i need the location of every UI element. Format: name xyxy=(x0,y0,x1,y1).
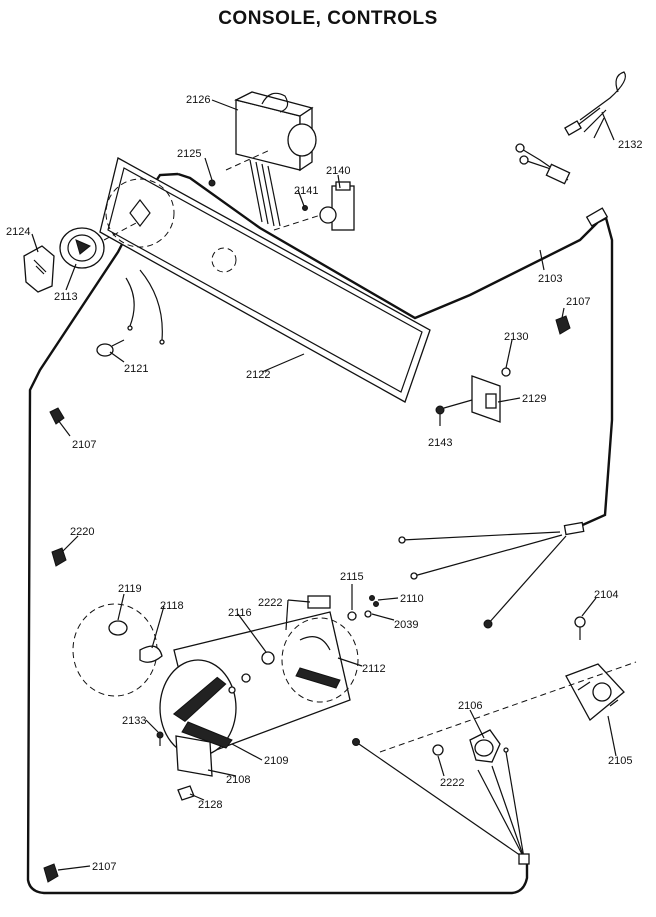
lead-wires-middle xyxy=(398,531,567,629)
callout-2124: 2124 xyxy=(6,226,30,238)
callout-2143: 2143 xyxy=(428,437,452,449)
callout-2141: 2141 xyxy=(294,185,318,197)
callout-2112: 2112 xyxy=(362,663,386,675)
lamp-socket xyxy=(96,269,165,357)
callout-2140: 2140 xyxy=(326,165,350,177)
harness-clip-left xyxy=(49,407,65,425)
screw-2110a xyxy=(369,595,375,601)
thermostat-bracket xyxy=(379,616,637,753)
callout-2118: 2118 xyxy=(160,600,184,612)
leader-lines xyxy=(31,99,617,871)
callout-2104: 2104 xyxy=(594,589,618,601)
callout-2116: 2116 xyxy=(228,607,252,619)
callout-2103: 2103 xyxy=(538,273,562,285)
callout-2039: 2039 xyxy=(394,619,418,631)
callout-2130: 2130 xyxy=(504,331,528,343)
harness-clip-bottom xyxy=(43,863,59,883)
wire-harness-top xyxy=(177,172,607,320)
harness-connector-right xyxy=(563,521,585,536)
timer-dial xyxy=(59,221,139,269)
callout-2106: 2106 xyxy=(458,700,482,712)
callout-2132: 2132 xyxy=(618,139,642,151)
callout-2126: 2126 xyxy=(186,94,210,106)
callout-2222-top: 2222 xyxy=(258,597,282,609)
nut-2115 xyxy=(347,611,357,621)
harness-clip-right xyxy=(555,315,571,335)
callout-2107-bottom: 2107 xyxy=(92,861,116,873)
screw-2133 xyxy=(156,731,164,739)
callout-2115: 2115 xyxy=(340,571,364,583)
console-panel xyxy=(99,157,431,403)
screw-2110b xyxy=(373,601,379,607)
washer-2039 xyxy=(364,610,372,618)
diagram-title: CONSOLE, CONTROLS xyxy=(218,8,438,29)
callout-2129: 2129 xyxy=(522,393,546,405)
harness-connector-top xyxy=(585,207,609,227)
wire-harness-right xyxy=(577,217,614,529)
callout-2108: 2108 xyxy=(226,774,250,786)
callout-2220: 2220 xyxy=(70,526,94,538)
callout-2119: 2119 xyxy=(118,583,142,595)
harness-clip-2220 xyxy=(51,547,67,567)
callout-2109: 2109 xyxy=(264,755,288,767)
wire-harness-main xyxy=(26,172,529,895)
callout-2133: 2133 xyxy=(122,715,146,727)
callout-2121: 2121 xyxy=(124,363,148,375)
wire-harness-clip xyxy=(515,71,626,185)
callout-2110: 2110 xyxy=(400,593,424,605)
callout-2107-left: 2107 xyxy=(72,439,96,451)
clip-2128 xyxy=(177,785,195,801)
push-to-start-switch xyxy=(302,181,355,231)
callout-2128: 2128 xyxy=(198,799,222,811)
timer-knob xyxy=(23,245,55,293)
callout-2122: 2122 xyxy=(246,369,270,381)
mounting-bracket xyxy=(435,367,511,423)
callout-2125: 2125 xyxy=(177,148,201,160)
timer-assembly xyxy=(208,91,331,231)
thermostat xyxy=(352,729,530,865)
callout-2105: 2105 xyxy=(608,755,632,767)
callout-2222-bottom: 2222 xyxy=(440,777,464,789)
motor-housing xyxy=(72,595,359,777)
callout-2113: 2113 xyxy=(54,291,78,303)
callout-2107-right: 2107 xyxy=(566,296,590,308)
